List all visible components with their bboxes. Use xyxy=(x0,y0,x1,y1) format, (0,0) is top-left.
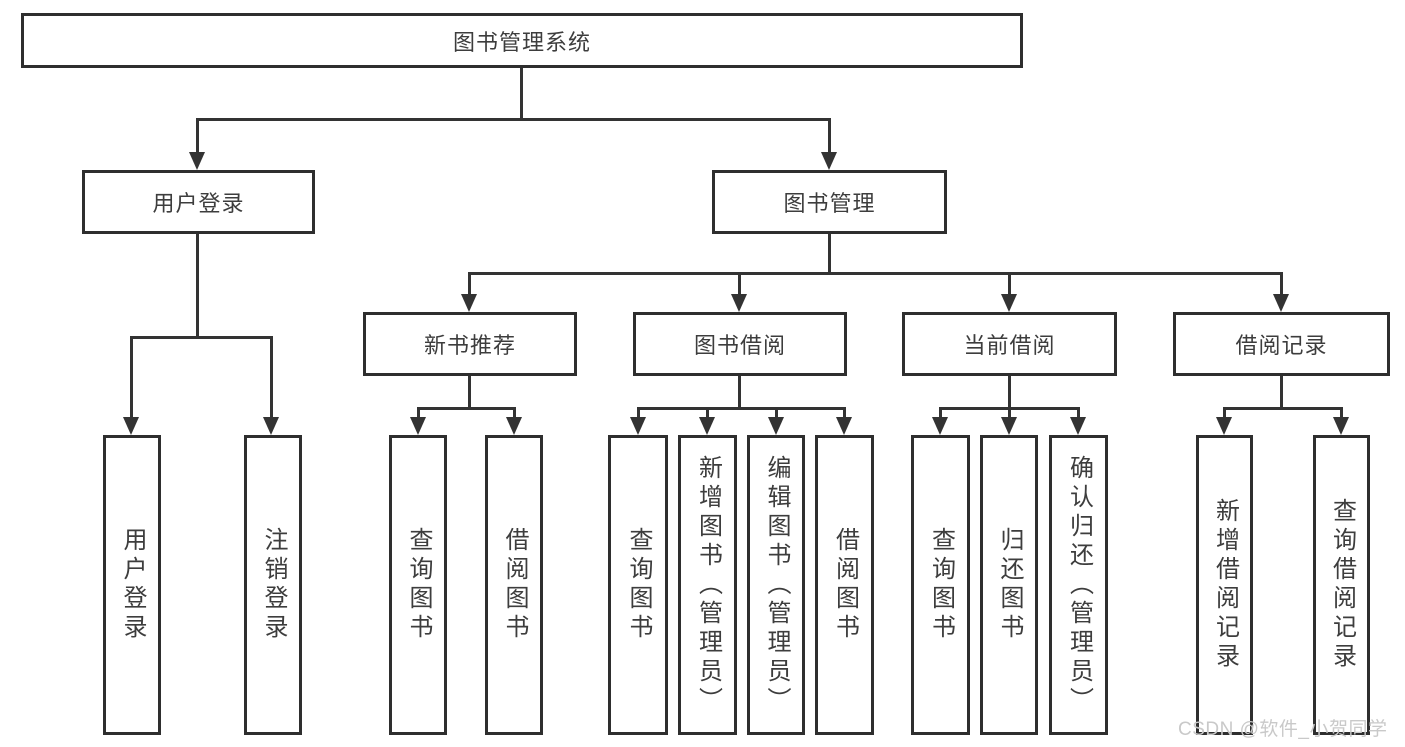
arrow-down-icon xyxy=(263,417,279,435)
leaf-return-books-label: 归还图书 xyxy=(996,527,1023,643)
leaf-add-books-admin: 新增图书（管理员） xyxy=(678,435,737,735)
arrow-down-icon xyxy=(1273,294,1289,312)
leaf-edit-books-admin: 编辑图书（管理员） xyxy=(747,435,805,735)
node-new-book-recommendation: 新书推荐 xyxy=(363,312,577,376)
leaf-user-login: 用户登录 xyxy=(103,435,161,735)
connector-vline xyxy=(1340,407,1343,419)
arrow-down-icon xyxy=(699,417,715,435)
connector-vline xyxy=(939,407,942,419)
node-borrowing-records: 借阅记录 xyxy=(1173,312,1390,376)
arrow-down-icon xyxy=(461,294,477,312)
connector-vline xyxy=(1008,376,1011,407)
arrow-down-icon xyxy=(821,152,837,170)
leaf-confirm-return-admin-label: 确认归还（管理员） xyxy=(1065,454,1093,716)
connector-hline xyxy=(468,272,1282,275)
arrow-down-icon xyxy=(123,417,139,435)
connector-vline xyxy=(637,407,640,419)
connector-vline xyxy=(843,407,846,419)
node-new-book-recommendation-label: 新书推荐 xyxy=(423,333,516,358)
connector-vline xyxy=(738,272,741,295)
arrow-down-icon xyxy=(1070,417,1086,435)
connector-hline xyxy=(196,118,831,121)
arrow-down-icon xyxy=(1001,294,1017,312)
leaf-add-books-admin-label: 新增图书（管理员） xyxy=(694,454,722,716)
connector-hline xyxy=(1223,407,1343,410)
connector-vline xyxy=(468,376,471,407)
arrow-down-icon xyxy=(932,417,948,435)
connector-vline xyxy=(196,118,199,154)
connector-vline xyxy=(775,407,778,419)
node-book-management-label: 图书管理 xyxy=(783,191,876,216)
connector-vline xyxy=(417,407,420,419)
connector-vline xyxy=(520,68,523,118)
leaf-query-books-current: 查询图书 xyxy=(911,435,970,735)
arrow-down-icon xyxy=(1333,417,1349,435)
leaf-query-books-current-label: 查询图书 xyxy=(927,527,955,643)
node-root-label: 图书管理系统 xyxy=(452,29,591,55)
node-book-borrowing-label: 图书借阅 xyxy=(693,333,786,358)
arrow-down-icon xyxy=(410,417,426,435)
connector-vline xyxy=(828,234,831,273)
node-current-borrowing-label: 当前借阅 xyxy=(963,333,1056,358)
leaf-query-books-borrowing: 查询图书 xyxy=(608,435,668,735)
connector-vline xyxy=(828,118,831,154)
arrow-down-icon xyxy=(1001,417,1017,435)
connector-vline xyxy=(1280,272,1283,295)
connector-vline xyxy=(1280,376,1283,407)
connector-vline xyxy=(513,407,516,419)
node-current-borrowing: 当前借阅 xyxy=(902,312,1117,376)
connector-vline xyxy=(1223,407,1226,419)
connector-vline xyxy=(1008,407,1011,419)
leaf-query-borrow-record: 查询借阅记录 xyxy=(1313,435,1370,735)
leaf-query-books-recommend-label: 查询图书 xyxy=(405,527,432,643)
arrow-down-icon xyxy=(630,417,646,435)
connector-vline xyxy=(130,336,133,418)
leaf-borrow-books-label: 借阅图书 xyxy=(831,527,859,643)
leaf-borrow-books-recommend-label: 借阅图书 xyxy=(501,527,528,643)
connector-vline xyxy=(468,272,471,295)
connector-hline xyxy=(637,407,845,410)
connector-hline xyxy=(130,336,273,339)
arrow-down-icon xyxy=(768,417,784,435)
leaf-borrow-books-recommend: 借阅图书 xyxy=(485,435,543,735)
node-book-borrowing: 图书借阅 xyxy=(633,312,847,376)
connector-vline xyxy=(196,234,199,336)
node-user-login-label: 用户登录 xyxy=(152,191,245,216)
leaf-user-login-label: 用户登录 xyxy=(119,527,146,643)
connector-vline xyxy=(706,407,709,419)
leaf-query-books-recommend: 查询图书 xyxy=(389,435,447,735)
leaf-confirm-return-admin: 确认归还（管理员） xyxy=(1049,435,1108,735)
arrow-down-icon xyxy=(189,152,205,170)
leaf-logout-label: 注销登录 xyxy=(260,527,287,643)
leaf-edit-books-admin-label: 编辑图书（管理员） xyxy=(763,454,790,716)
leaf-logout: 注销登录 xyxy=(244,435,302,735)
connector-hline xyxy=(417,407,516,410)
arrow-down-icon xyxy=(1216,417,1232,435)
leaf-return-books: 归还图书 xyxy=(980,435,1038,735)
watermark: CSDN @软件_小贺同学 xyxy=(1178,719,1388,740)
leaf-query-borrow-record-label: 查询借阅记录 xyxy=(1328,498,1356,672)
connector-vline xyxy=(270,336,273,418)
arrow-down-icon xyxy=(506,417,522,435)
leaf-query-books-borrowing-label: 查询图书 xyxy=(625,527,652,643)
leaf-add-borrow-record: 新增借阅记录 xyxy=(1196,435,1253,735)
node-user-login: 用户登录 xyxy=(82,170,315,234)
leaf-borrow-books: 借阅图书 xyxy=(815,435,874,735)
node-borrowing-records-label: 借阅记录 xyxy=(1235,333,1328,358)
connector-vline xyxy=(738,376,741,407)
connector-vline xyxy=(1008,272,1011,295)
leaf-add-borrow-record-label: 新增借阅记录 xyxy=(1211,498,1239,672)
arrow-down-icon xyxy=(731,294,747,312)
node-root: 图书管理系统 xyxy=(21,13,1023,68)
arrow-down-icon xyxy=(836,417,852,435)
node-book-management: 图书管理 xyxy=(712,170,947,234)
connector-vline xyxy=(1077,407,1080,419)
